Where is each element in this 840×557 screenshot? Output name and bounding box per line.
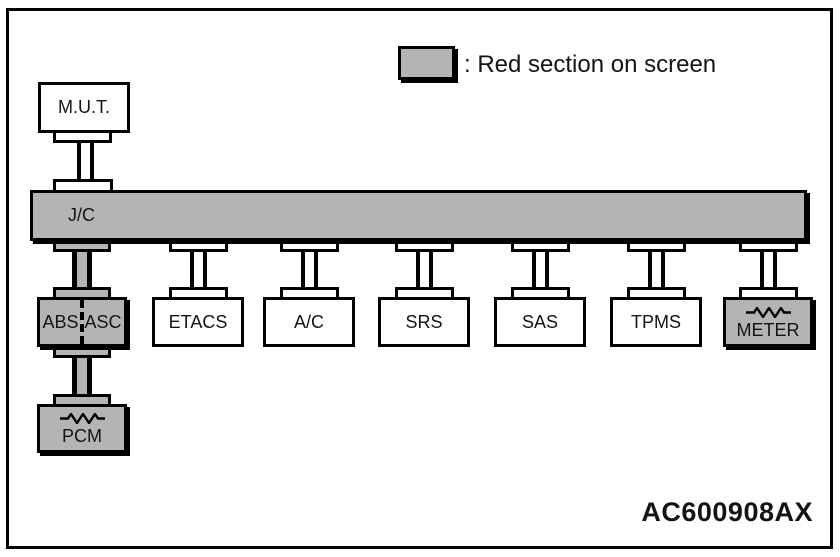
resistor-icon: [746, 306, 791, 318]
diagram-border: [6, 8, 833, 549]
node-sas: SAS: [494, 297, 586, 347]
node-asc-label: ASC: [84, 311, 122, 332]
node-abs-label: ABS: [42, 311, 79, 332]
node-meter: METER: [723, 297, 813, 347]
node-etacs-label: ETACS: [168, 311, 228, 332]
bus-cable: [416, 246, 433, 292]
node-ac-label: A/C: [293, 311, 324, 332]
node-mut: M.U.T.: [38, 82, 130, 133]
node-etacs: ETACS: [152, 297, 244, 347]
bus-cable: [301, 246, 318, 292]
node-tpms: TPMS: [610, 297, 702, 347]
node-abs-asc: ABS ASC: [37, 297, 127, 347]
resistor-icon: [60, 413, 105, 424]
node-tpms-label: TPMS: [630, 311, 681, 332]
legend-label: : Red section on screen: [464, 51, 717, 78]
bus-cable: [72, 352, 92, 398]
dashed-divider: [79, 300, 84, 344]
node-pcm-label: PCM: [62, 426, 102, 446]
node-meter-label: METER: [736, 319, 800, 340]
node-mut-label: M.U.T.: [58, 97, 110, 117]
bus-cable: [72, 246, 92, 292]
junction-label: J/C: [68, 205, 95, 225]
bus-cable: [760, 246, 777, 292]
node-srs: SRS: [378, 297, 470, 347]
node-srs-label: SRS: [405, 311, 443, 332]
bus-cable: [77, 138, 94, 184]
figure-code: AC600908AX: [641, 497, 813, 527]
bus-cable: [532, 246, 549, 292]
legend-swatch: [398, 46, 455, 80]
node-pcm: PCM: [37, 404, 127, 453]
node-ac: A/C: [263, 297, 355, 347]
bus-cable: [648, 246, 665, 292]
bus-cable: [190, 246, 207, 292]
junction-bus: J/C: [30, 190, 807, 241]
node-sas-label: SAS: [521, 311, 559, 332]
